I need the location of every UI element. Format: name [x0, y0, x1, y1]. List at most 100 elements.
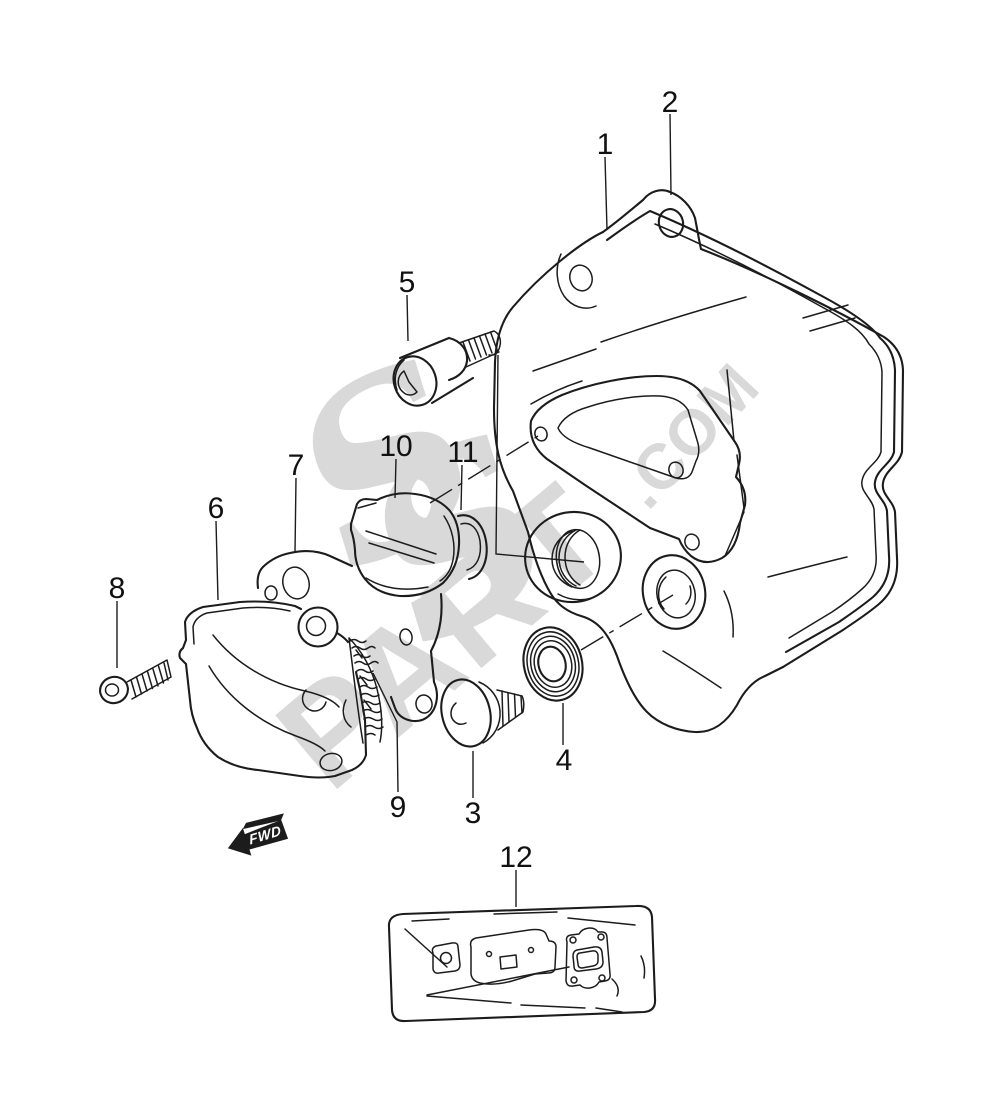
fwd-arrow: FWD: [227, 813, 289, 856]
bolt3-head-depth: [478, 681, 501, 744]
leader-line-7: [294, 477, 297, 554]
bolt5-threads: [462, 331, 499, 362]
gasket7-small-hole-left: [264, 585, 278, 601]
gasket12-middle-hole-2: [527, 946, 535, 954]
bolt3-head-face: [440, 678, 492, 748]
leader-line-9: [372, 672, 399, 793]
fwd-arrow-body: [227, 819, 289, 856]
callout-label-11: 11: [447, 436, 478, 469]
bolt8-socket: [104, 683, 120, 697]
cover-flange-middle-edge: [605, 209, 897, 654]
bolt5-socket-recess: [397, 370, 418, 396]
callout-label-4: 4: [556, 744, 573, 777]
gasket12-diagonal: [426, 966, 570, 996]
fwd-arrow-ridge: [242, 813, 284, 830]
cover6-flange-inner: [192, 606, 291, 645]
gasket12-right-hole-1: [569, 936, 577, 944]
gasket12-right-hole-3: [570, 976, 578, 984]
cover-face-outline: [492, 230, 785, 734]
seal-to-seat: [580, 594, 674, 651]
valve-pad-hole-b: [668, 461, 684, 479]
cover6-outline: [178, 600, 368, 779]
valve-pad-window: [557, 395, 700, 480]
gasket7-oval-hole: [282, 566, 310, 600]
leader-line-10: [394, 458, 397, 499]
part-12-gasket-sheet: [387, 904, 657, 1023]
cap-tab-line: [357, 502, 377, 509]
gasket7-lobe-hole: [415, 694, 433, 714]
part-1-cylinder-head-cover: [492, 189, 905, 734]
bolt3-shaft: [496, 689, 525, 731]
watermark: PART S S .COM: [248, 307, 772, 818]
cover-corner-boss-outline: [556, 253, 597, 309]
gasket12-right-hole-2: [597, 933, 605, 941]
callout-label-7: 7: [288, 449, 305, 482]
o-ring-outer: [456, 514, 488, 581]
leader-line-2: [669, 113, 672, 196]
callout-label-10: 10: [379, 430, 412, 463]
bolt5-cylinder: [398, 336, 475, 405]
seal-seat-rim: [641, 554, 707, 630]
seal-seat: [641, 554, 707, 630]
leader-line-5: [406, 294, 409, 342]
callout-label-3: 3: [465, 797, 482, 830]
bolt5-head-chamfer: [394, 359, 405, 391]
part-3-bolt: [440, 678, 525, 748]
part-10-oil-filler-cap: [349, 492, 461, 598]
callout-label-6: 6: [208, 492, 225, 525]
cap-skirt: [365, 515, 455, 590]
valve-pad-side-wall: [724, 454, 745, 557]
seal-ring-3: [529, 635, 577, 693]
callout-label-9: 9: [390, 791, 407, 824]
filler-hole: [524, 510, 622, 604]
cover6-swoosh-1: [212, 634, 340, 708]
cover-flange-inner-edge: [654, 223, 883, 639]
watermark-text-com: .COM: [606, 350, 773, 521]
gasket12-right-ring-inner: [576, 950, 599, 969]
gasket12-right-piece: [565, 927, 611, 989]
gasket12-left-piece: [431, 942, 461, 974]
gasket7-outline: [256, 550, 443, 723]
seal-ring-4: [533, 640, 573, 688]
bolt5-shaft: [458, 330, 502, 368]
callout-label-12: 12: [499, 841, 532, 874]
mounting-ear-hole-part-2: [657, 208, 685, 238]
gasket12-middle-hole-1: [485, 950, 493, 958]
seal-seat-detail: [657, 576, 692, 610]
filler-hole-rim: [524, 510, 622, 604]
callout-label-8: 8: [109, 572, 126, 605]
leader-line-11: [460, 464, 463, 511]
cover6-curl-1: [301, 689, 327, 712]
cover6-curl-2: [342, 699, 352, 728]
valve-pad-hole-a: [534, 426, 548, 442]
leader-line-6: [215, 520, 219, 601]
cover6-swoosh-2: [208, 665, 326, 752]
cover6-boss-outer: [297, 606, 339, 648]
bolt3-socket-mark: [450, 702, 467, 726]
filler-hole-bottom-arc: [557, 593, 593, 601]
cover6-boss-inner: [305, 615, 327, 637]
part-4-oil-seal: [522, 626, 584, 702]
cover6-bottom-hole: [319, 752, 343, 772]
o-ring-inner: [460, 522, 482, 571]
seal-bore: [537, 645, 567, 683]
part-6-head-side-cover: [178, 600, 368, 779]
bolt3-threads: [501, 690, 523, 727]
valve-pad-hole-c: [684, 533, 700, 551]
seal-ring-2: [526, 631, 580, 697]
part-7-side-cover-gasket: [256, 550, 443, 723]
part-8-bolt: [99, 659, 172, 705]
bolt8-threads: [130, 662, 169, 698]
callout-label-1: 1: [597, 128, 614, 161]
seal-seat-bore: [656, 569, 696, 619]
part-5-bolt: [392, 330, 502, 407]
gasket12-right-hole-4: [598, 974, 606, 982]
cap-to-boss-hole: [429, 435, 539, 504]
cover-surface-lines: [530, 296, 856, 689]
callout-label-5: 5: [399, 266, 416, 299]
seal-ring-1: [522, 626, 584, 702]
leader-line-1: [604, 156, 608, 231]
